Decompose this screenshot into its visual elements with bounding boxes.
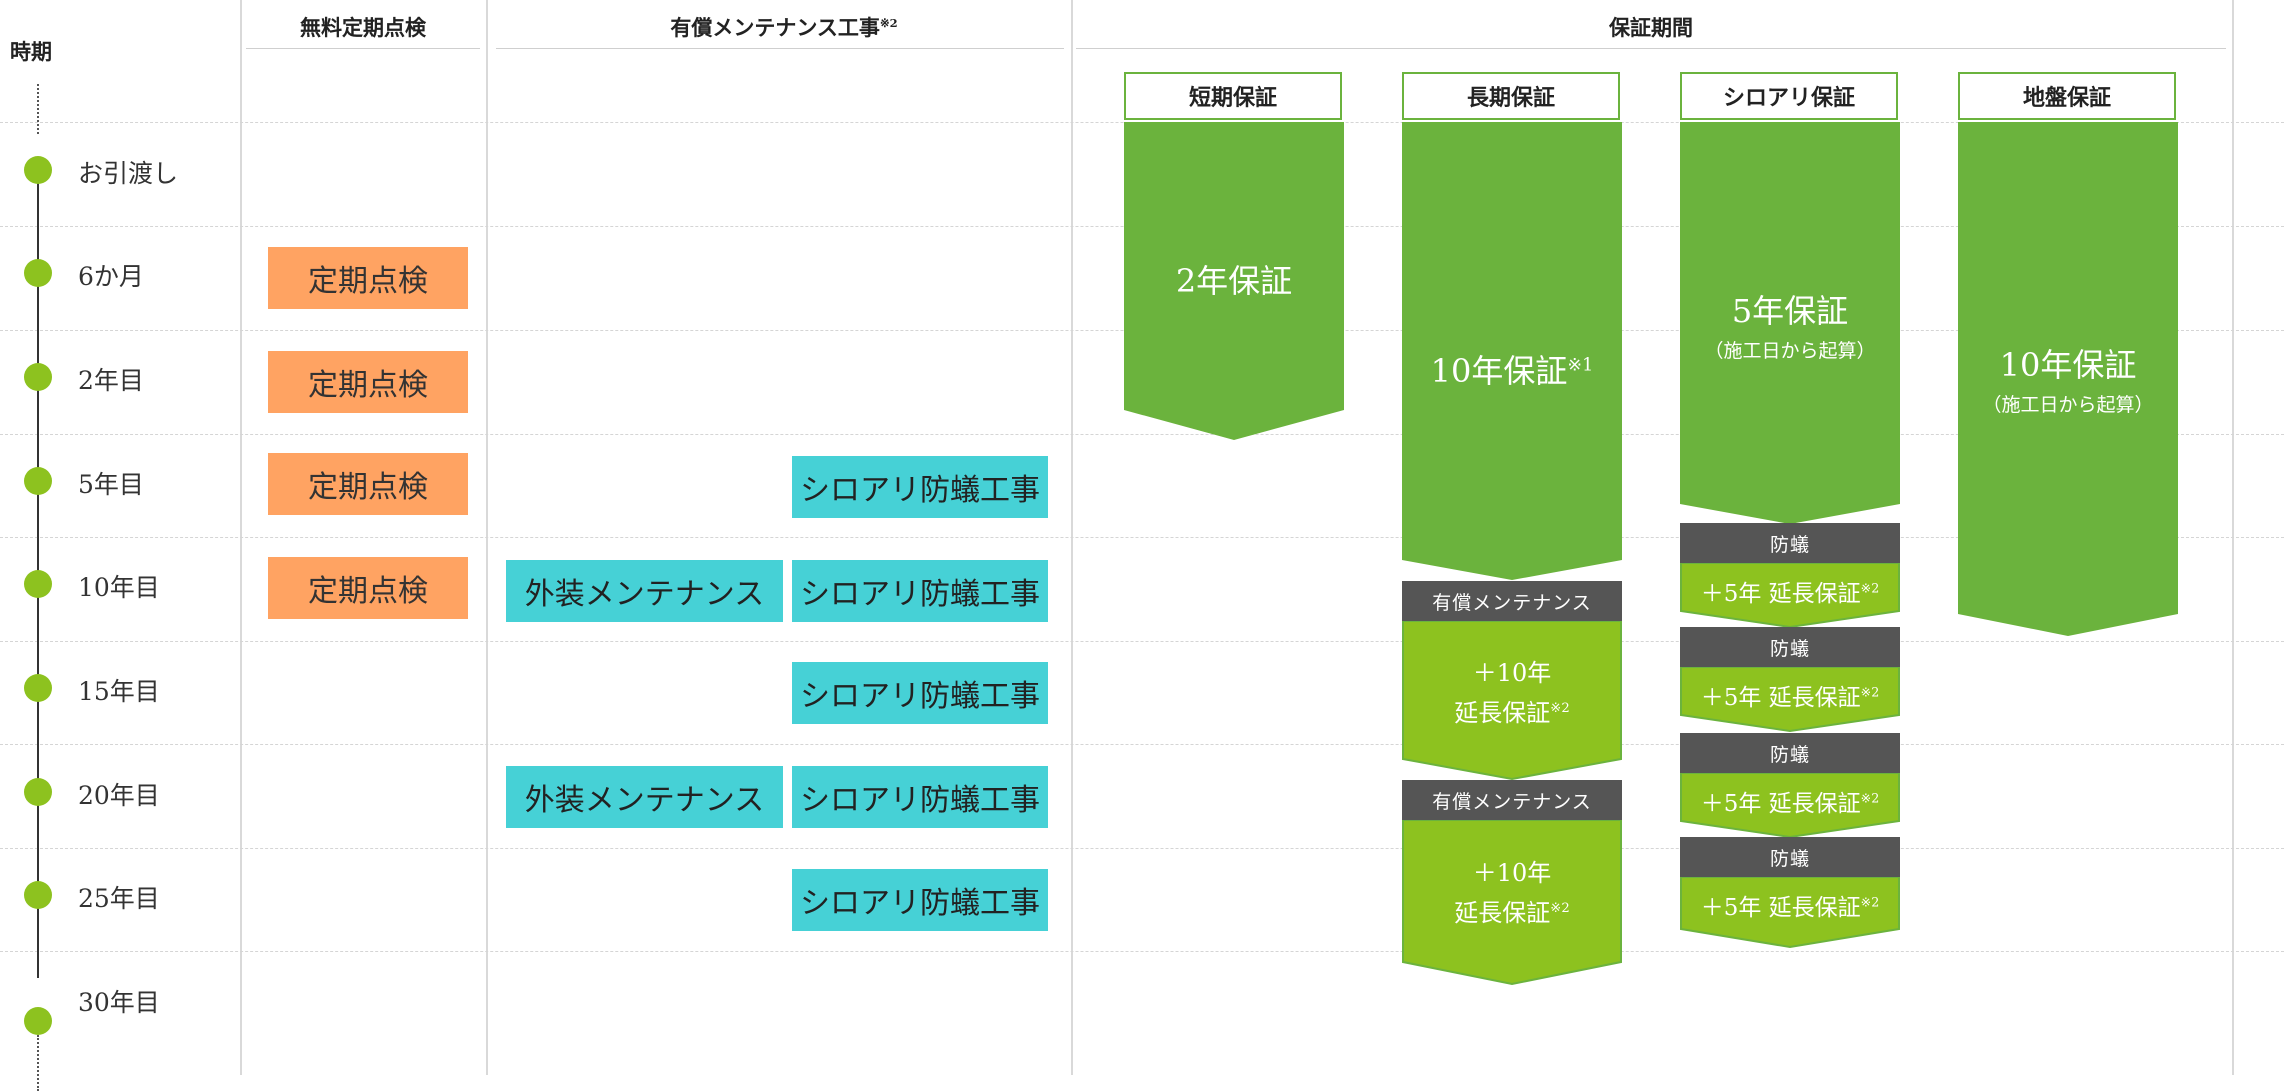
long-extension-label: 延長保証 — [1454, 899, 1551, 927]
inspection-2years: 定期点検 — [268, 351, 468, 413]
period-label: 10年目 — [78, 573, 160, 602]
inspection-header: 無料定期点検 — [300, 15, 426, 40]
termite-extension-note: ※2 — [1860, 790, 1880, 806]
termite-extension-arrow-1 — [1680, 563, 1900, 629]
termite-extension-label: ＋5年 延長保証 — [1700, 791, 1861, 817]
timeline-dot — [24, 674, 52, 702]
row-divider — [0, 537, 2284, 538]
termite-work-10years: シロアリ防蟻工事 — [792, 560, 1048, 622]
timeline-dot — [24, 570, 52, 598]
ground-warranty-arrow — [1958, 122, 2178, 636]
termite-extension-arrow-3 — [1680, 773, 1900, 839]
period-label: 5年目 — [78, 470, 144, 499]
long-warranty-title: 長期保証 — [1402, 72, 1620, 120]
long-warranty-main: 10年保証 — [1430, 352, 1568, 390]
termite-boui-3: 防蟻 — [1680, 733, 1900, 773]
long-extension-arrow-2 — [1402, 820, 1622, 986]
long-extension-label: 延長保証 — [1454, 699, 1551, 727]
timeline-dot — [24, 156, 52, 184]
ground-warranty-main: 10年保証 — [1999, 346, 2137, 384]
termite-extension-arrow-2 — [1680, 667, 1900, 733]
long-extension-line1: ＋10年 — [1472, 659, 1552, 687]
inspection-5years: 定期点検 — [268, 453, 468, 515]
period-label: 2年目 — [78, 366, 144, 395]
termite-extension-label: ＋5年 延長保証 — [1700, 581, 1861, 607]
long-extension-line1: ＋10年 — [1472, 859, 1552, 887]
short-warranty-title: 短期保証 — [1124, 72, 1342, 120]
timeline-dot — [24, 363, 52, 391]
long-warranty-text: 10年保証※1 — [1402, 346, 1622, 392]
maintenance-header: 有償メンテナンス工事※2 — [496, 12, 1072, 42]
period-label: お引渡し — [78, 159, 179, 188]
termite-warranty-title: シロアリ保証 — [1680, 72, 1898, 120]
row-divider — [0, 434, 2284, 435]
timeline-dot — [24, 1007, 52, 1035]
termite-work-20years: シロアリ防蟻工事 — [792, 766, 1048, 828]
ground-warranty-title: 地盤保証 — [1958, 72, 2176, 120]
termite-extension-note: ※2 — [1860, 580, 1880, 596]
row-divider — [0, 641, 2284, 642]
period-label: 20年目 — [78, 781, 160, 810]
period-header: 時期 — [10, 39, 52, 64]
termite-boui-1: 防蟻 — [1680, 523, 1900, 563]
short-warranty-arrow — [1124, 122, 1344, 440]
termite-work-5years: シロアリ防蟻工事 — [792, 456, 1048, 518]
inspection-6months: 定期点検 — [268, 247, 468, 309]
row-divider — [0, 744, 2284, 745]
timeline-bottom-dotted — [37, 1035, 39, 1091]
termite-work-25years: シロアリ防蟻工事 — [792, 869, 1048, 931]
period-label: 6か月 — [78, 262, 144, 291]
termite-warranty-main: 5年保証 — [1731, 292, 1849, 330]
warranty-header-underline — [1076, 48, 2226, 49]
period-label: 15年目 — [78, 677, 160, 706]
timeline-dot — [24, 467, 52, 495]
exterior-maintenance-10years: 外装メンテナンス — [506, 560, 783, 622]
inspection-header-underline — [246, 48, 480, 49]
row-divider — [0, 951, 2284, 952]
long-extension-line2: 延長保証※2 — [1402, 691, 1622, 731]
long-extension-arrow-1 — [1402, 621, 1622, 781]
termite-extension-note: ※2 — [1860, 894, 1880, 910]
long-extension-line2: 延長保証※2 — [1402, 891, 1622, 931]
termite-work-15years: シロアリ防蟻工事 — [792, 662, 1048, 724]
long-extension-note: ※2 — [1550, 701, 1570, 716]
long-extension-note: ※2 — [1550, 901, 1570, 916]
long-extension-text-1: ＋10年 延長保証※2 — [1402, 655, 1622, 731]
ground-warranty-sub: （施工日から起算） — [1982, 394, 2154, 416]
long-extension-text-2: ＋10年 延長保証※2 — [1402, 855, 1622, 931]
termite-warranty-arrow — [1680, 122, 1900, 524]
exterior-maintenance-20years: 外装メンテナンス — [506, 766, 783, 828]
termite-extension-text-2: ＋5年 延長保証※2 — [1680, 678, 1900, 712]
termite-extension-text-1: ＋5年 延長保証※2 — [1680, 574, 1900, 608]
warranty-header: 保証期間 — [1609, 15, 1693, 40]
maintenance-header-underline — [496, 48, 1064, 49]
termite-extension-arrow-4 — [1680, 877, 1900, 949]
termite-boui-4: 防蟻 — [1680, 837, 1900, 877]
period-label: 25年目 — [78, 884, 160, 913]
short-warranty-text: 2年保証 — [1175, 262, 1293, 300]
long-warranty-arrow — [1402, 122, 1622, 580]
timeline-top-dotted — [37, 84, 39, 134]
timeline-dot — [24, 881, 52, 909]
termite-extension-label: ＋5年 延長保証 — [1700, 895, 1861, 921]
timeline-dot — [24, 259, 52, 287]
row-divider — [0, 848, 2284, 849]
termite-warranty-sub: （施工日から起算） — [1704, 340, 1876, 362]
termite-extension-text-3: ＋5年 延長保証※2 — [1680, 784, 1900, 818]
timeline-dot — [24, 778, 52, 806]
termite-extension-text-4: ＋5年 延長保証※2 — [1680, 888, 1900, 922]
maintenance-header-text: 有償メンテナンス工事 — [670, 15, 880, 40]
termite-boui-2: 防蟻 — [1680, 627, 1900, 667]
long-paid-maintenance-2: 有償メンテナンス — [1402, 780, 1622, 820]
period-label: 30年目 — [78, 988, 160, 1017]
long-warranty-note: ※1 — [1567, 355, 1594, 376]
termite-extension-note: ※2 — [1860, 684, 1880, 700]
maintenance-header-note: ※2 — [879, 16, 898, 30]
termite-extension-label: ＋5年 延長保証 — [1700, 685, 1861, 711]
inspection-10years: 定期点検 — [268, 557, 468, 619]
long-paid-maintenance-1: 有償メンテナンス — [1402, 581, 1622, 621]
